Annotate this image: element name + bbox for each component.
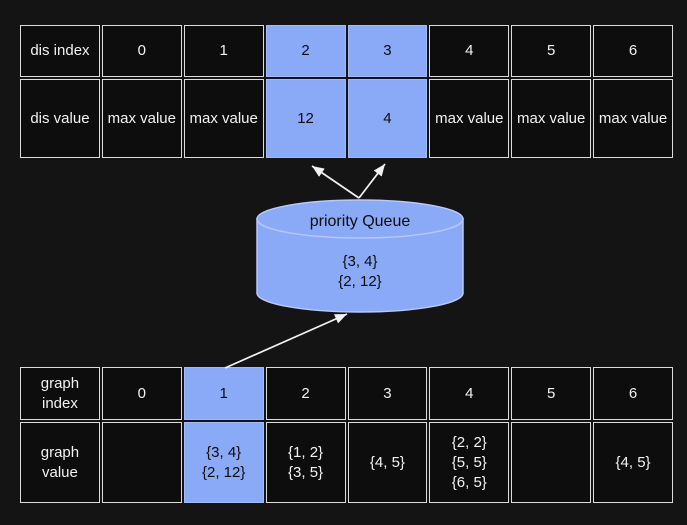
graph-index-5: 5 bbox=[511, 367, 592, 420]
dis-index-header: dis index bbox=[20, 25, 100, 77]
dis-value-0: max value bbox=[101, 79, 182, 158]
graph-value-5 bbox=[511, 422, 592, 503]
graph-value-2: {1, 2} {3, 5} bbox=[265, 422, 346, 503]
dis-index-3: 3 bbox=[347, 25, 428, 77]
arrow-queue-to-dis-2 bbox=[311, 165, 360, 199]
dis-index-0: 0 bbox=[101, 25, 182, 77]
dis-value-1: max value bbox=[183, 79, 264, 158]
graph-value-0 bbox=[101, 422, 182, 503]
dis-value-3: 4 bbox=[347, 79, 428, 158]
graph-index-1: 1 bbox=[183, 367, 264, 420]
graph-value-header: graph value bbox=[20, 422, 100, 503]
arrow-graph-1-to-queue bbox=[224, 313, 348, 369]
dis-index-6: 6 bbox=[593, 25, 673, 77]
dis-index-1: 1 bbox=[183, 25, 264, 77]
graph-index-0: 0 bbox=[101, 367, 182, 420]
dis-value-5: max value bbox=[511, 79, 592, 158]
graph-value-6: {4, 5} bbox=[593, 422, 673, 503]
dis-value-header: dis value bbox=[20, 79, 100, 158]
graph-table: graph index 0 1 2 3 4 5 6 graph value {3… bbox=[20, 367, 673, 503]
graph-value-4: {2, 2} {5, 5} {6, 5} bbox=[429, 422, 510, 503]
graph-index-6: 6 bbox=[593, 367, 673, 420]
graph-index-header: graph index bbox=[20, 367, 100, 420]
dis-value-6: max value bbox=[593, 79, 673, 158]
priority-queue-title: priority Queue bbox=[309, 213, 411, 230]
graph-index-4: 4 bbox=[429, 367, 510, 420]
priority-queue-items: {3, 4} {2, 12} bbox=[338, 253, 382, 290]
dis-value-2: 12 bbox=[265, 79, 346, 158]
graph-index-2: 2 bbox=[265, 367, 346, 420]
dis-table: dis index 0 1 2 3 4 5 6 dis value max va… bbox=[20, 25, 673, 158]
dis-index-4: 4 bbox=[429, 25, 510, 77]
dis-index-5: 5 bbox=[511, 25, 592, 77]
graph-value-1: {3, 4} {2, 12} bbox=[183, 422, 264, 503]
arrow-queue-to-dis-3 bbox=[358, 163, 386, 199]
dis-value-4: max value bbox=[429, 79, 510, 158]
dis-index-2: 2 bbox=[265, 25, 346, 77]
graph-value-3: {4, 5} bbox=[347, 422, 428, 503]
graph-index-3: 3 bbox=[347, 367, 428, 420]
